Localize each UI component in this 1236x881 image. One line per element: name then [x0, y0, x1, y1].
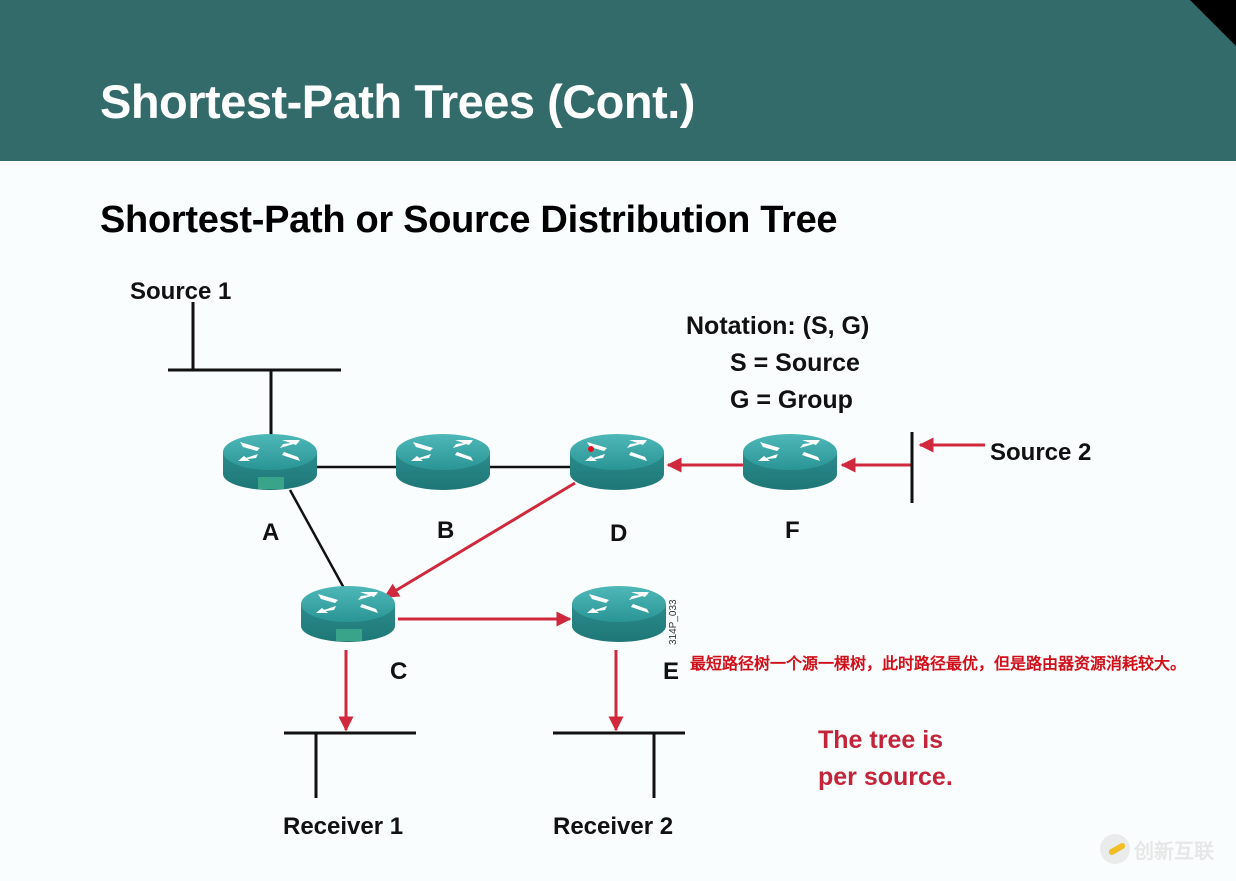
source-2-segment [910, 432, 985, 503]
router-e[interactable] [572, 586, 666, 642]
router-e-label: E [663, 658, 679, 685]
router-a-label: A [262, 519, 279, 546]
slide-header: Shortest-Path Trees (Cont.) [0, 0, 1236, 161]
source-2-label: Source 2 [990, 439, 1091, 466]
slide-title: Shortest-Path Trees (Cont.) [100, 75, 695, 128]
router-c[interactable] [301, 586, 395, 642]
link-d-c [383, 481, 576, 599]
router-a[interactable] [223, 434, 317, 490]
router-b-label: B [437, 517, 454, 544]
tree-note-line-1: The tree is [818, 726, 944, 754]
router-b[interactable] [396, 434, 490, 490]
receiver-2-segment [553, 731, 685, 798]
router-d-label: D [610, 520, 627, 547]
watermark: 创新互联 [1100, 834, 1214, 864]
figure-code: 314P_033 [668, 599, 679, 645]
watermark-text: 创新互联 [1134, 838, 1214, 863]
tree-note-line-2: per source. [818, 763, 953, 791]
chinese-annotation: 最短路径树一个源一棵树，此时路径最优，但是路由器资源消耗较大。 [690, 654, 1187, 673]
router-c-label: C [390, 658, 407, 685]
link-a-c [288, 489, 347, 591]
receiver-1-label: Receiver 1 [283, 813, 403, 840]
router-f-label: F [785, 517, 800, 544]
router-f[interactable] [743, 434, 837, 490]
receiver-1-segment [284, 731, 416, 798]
source-1-label: Source 1 [130, 278, 231, 305]
router-d[interactable] [570, 434, 664, 490]
source-1-segment [168, 302, 341, 440]
corner-decoration [1190, 0, 1236, 46]
notation-line-3: G = Group [730, 386, 853, 414]
watermark-logo-icon [1100, 834, 1130, 864]
slide-subtitle: Shortest-Path or Source Distribution Tre… [100, 199, 838, 241]
notation-line-1: Notation: (S, G) [686, 312, 870, 340]
receiver-2-label: Receiver 2 [553, 813, 673, 840]
notation-line-2: S = Source [730, 349, 860, 377]
network-diagram: Source 1 Source 2 A B D F C E Receiver 1… [130, 278, 1091, 840]
